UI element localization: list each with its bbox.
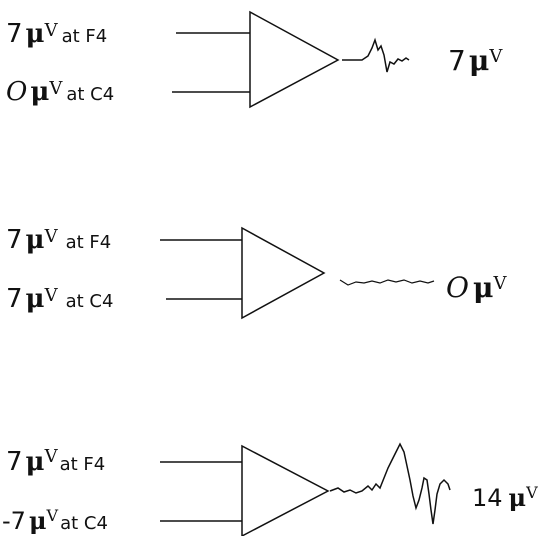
amp3-triangle [241,444,330,536]
amp2-input2-value: 7 [6,284,23,314]
amp3-output-waveform [329,442,451,525]
amp2-output-waveform [339,279,435,286]
amp1-input1-value: 7 [6,19,23,49]
amp1-triangle [249,10,340,109]
amp3-input2-value: -7 [2,507,26,535]
amp1-input2-value: O [6,77,27,107]
amp3-input1-value: 7 [6,447,23,477]
amp1-output-waveform [342,37,410,73]
amp2-triangle [241,226,326,320]
amp2-input1-value: 7 [6,225,23,255]
